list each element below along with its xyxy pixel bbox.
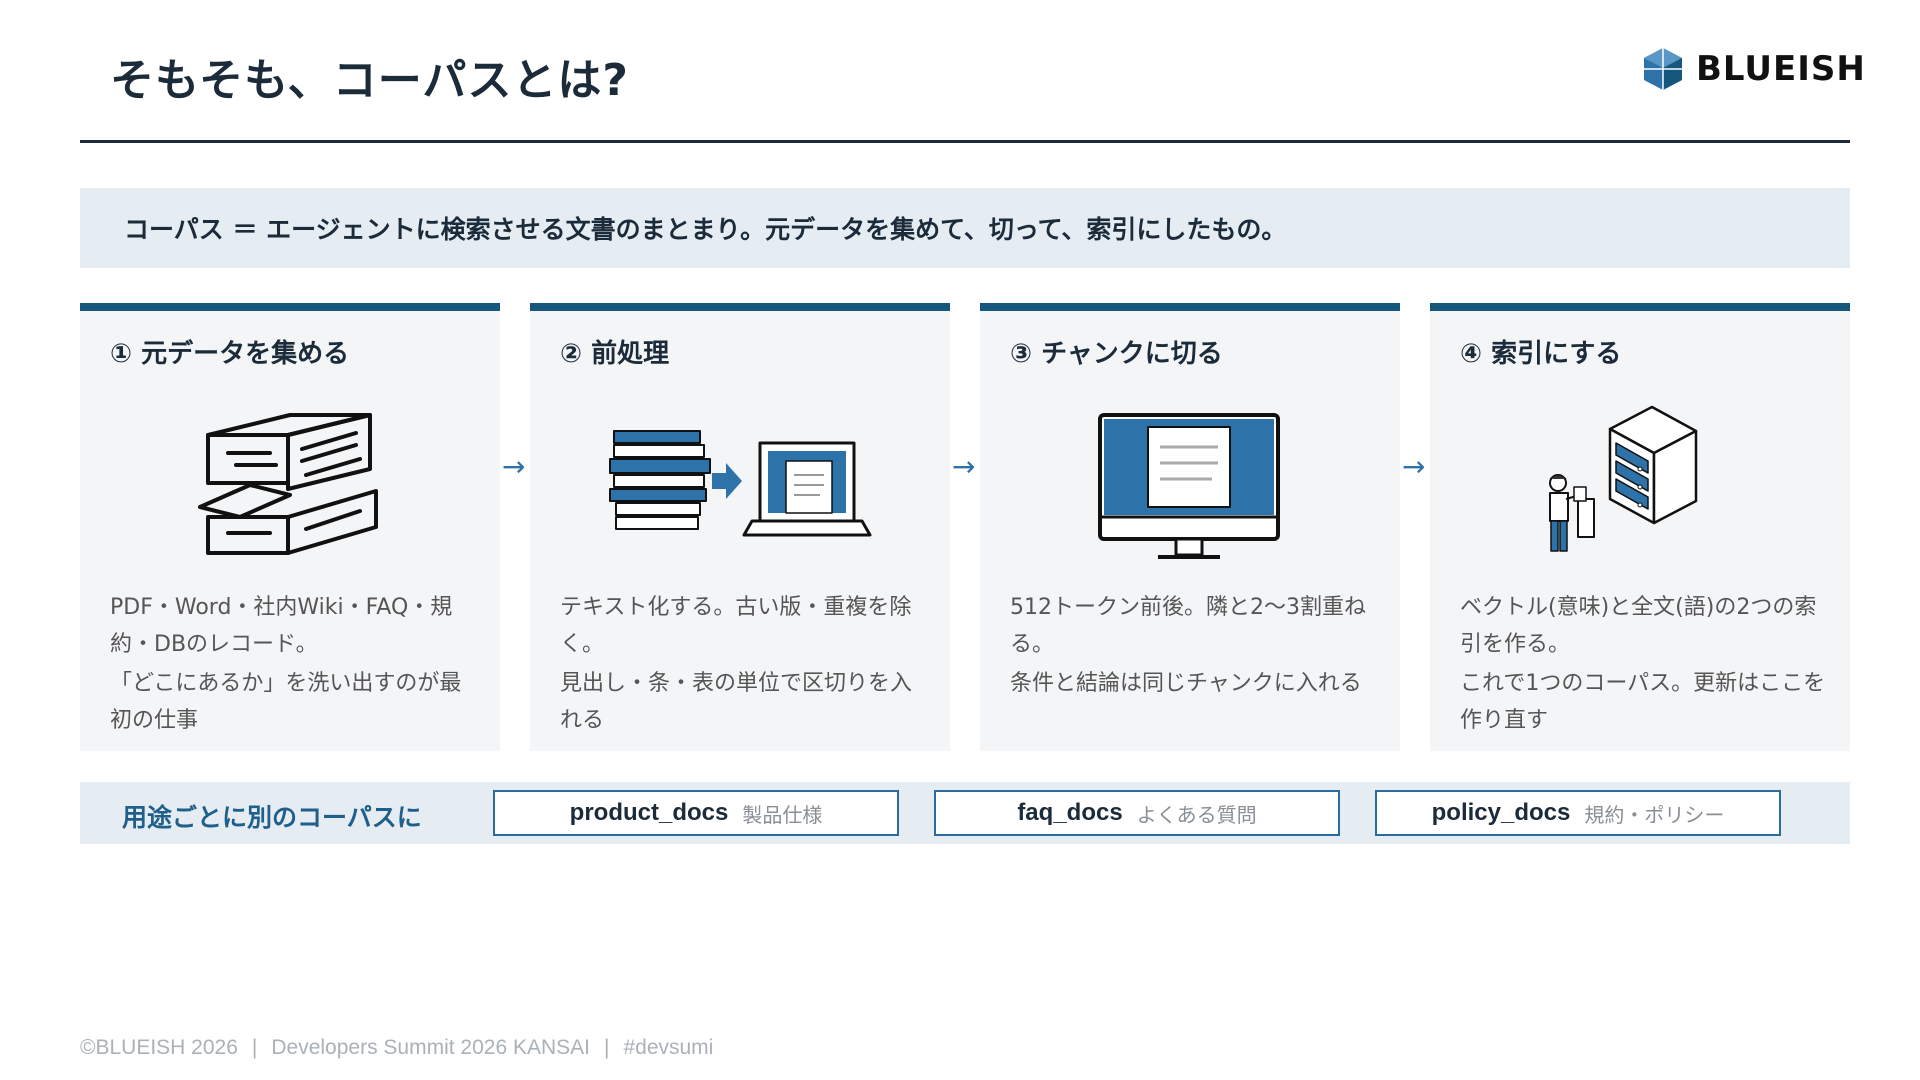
flow-arrow: → [952,450,976,483]
corpus-name: product_docs [569,799,729,826]
step-text-line: PDF・Word・社内Wiki・FAQ・規約・DBのレコード。 [110,595,453,657]
corpus-tag-policy-docs: policy_docs 規約・ポリシー [1375,790,1781,836]
monitor-document-icon [980,399,1400,569]
step-description: テキスト化する。古い版・重複を除く。 見出し・条・表の単位で区切りを入れる [560,589,930,739]
step-title: ② 前処理 [560,339,670,369]
footer-separator: | [251,1036,258,1059]
blueish-logo-icon [1644,48,1682,90]
footer-event: Developers Summit 2026 KANSAI [271,1036,590,1059]
corpus-usage-band: 用途ごとに別のコーパスに product_docs 製品仕様 faq_docs … [80,782,1850,844]
footer-separator: | [604,1036,610,1059]
step-text-line: テキスト化する。古い版・重複を除く。 [560,595,912,657]
corpus-name: faq_docs [1017,799,1123,826]
definition-text: コーパス ＝ エージェントに検索させる文書のまとまり。元データを集めて、切って、… [124,215,1287,244]
step-text-line: 「どこにあるか」を洗い出すのが最初の仕事 [110,671,462,733]
footer-hashtag: #devsumi [623,1036,714,1059]
header-divider [80,140,1850,143]
document-stack-icon [80,399,500,569]
step-text-line: ベクトル(意味)と全文(語)の2つの索引を作る。 [1460,595,1817,657]
flow-arrow: → [1402,450,1426,483]
brand-logo: BLUEISH [1640,46,1866,92]
brand-logo-text: BLUEISH [1696,49,1866,89]
server-person-icon [1430,399,1850,569]
step-text-line: 見出し・条・表の単位で区切りを入れる [560,671,913,733]
footer-copyright: ©BLUEISH 2026 [80,1036,238,1059]
usage-label: 用途ごとに別のコーパスに [122,803,422,832]
slide-footer: ©BLUEISH 2026 | Developers Summit 2026 KAN… [80,1036,713,1060]
page-title: そもそも、コーパスとは? [110,55,629,106]
corpus-desc: よくある質問 [1136,802,1257,827]
step-text-line: これで1つのコーパス。更新はここを作り直す [1460,671,1826,733]
step-card-preprocess: ② 前処理 テキスト化する。古い版・重複を除く。 見出し・条・表の単位で区切りを… [530,303,950,751]
definition-banner: コーパス ＝ エージェントに検索させる文書のまとまり。元データを集めて、切って、… [80,188,1850,268]
corpus-desc: 製品仕様 [742,802,823,827]
step-title: ① 元データを集める [110,339,350,369]
step-description: PDF・Word・社内Wiki・FAQ・規約・DBのレコード。 「どこにあるか」… [110,589,480,739]
corpus-desc: 規約・ポリシー [1584,802,1725,827]
corpus-tag-faq-docs: faq_docs よくある質問 [934,790,1340,836]
corpus-tag-product-docs: product_docs 製品仕様 [493,790,899,836]
step-title: ④ 索引にする [1460,339,1622,369]
step-title: ③ チャンクに切る [1010,339,1223,369]
books-to-laptop-icon [530,399,950,569]
step-text-line: 条件と結論は同じチャンクに入れる [1010,671,1362,696]
flow-arrow: → [502,450,526,483]
step-description: ベクトル(意味)と全文(語)の2つの索引を作る。 これで1つのコーパス。更新はこ… [1460,589,1830,739]
corpus-name: policy_docs [1431,799,1571,826]
step-card-collect: ① 元データを集める PDF・Word・社内Wiki・FAQ・規約・DBのレコー… [80,303,500,751]
step-card-index: ④ 索引にする ベクトル(意味)と全文(語)の2つの索引を作る。 これで1つのコ… [1430,303,1850,751]
step-description: 512トークン前後。隣と2〜3割重ねる。 条件と結論は同じチャンクに入れる [1010,589,1380,702]
step-card-chunk: ③ チャンクに切る 512トークン前後。隣と2〜3割重ねる。 条件と結論は同じチ… [980,303,1400,751]
step-text-line: 512トークン前後。隣と2〜3割重ねる。 [1010,595,1366,657]
